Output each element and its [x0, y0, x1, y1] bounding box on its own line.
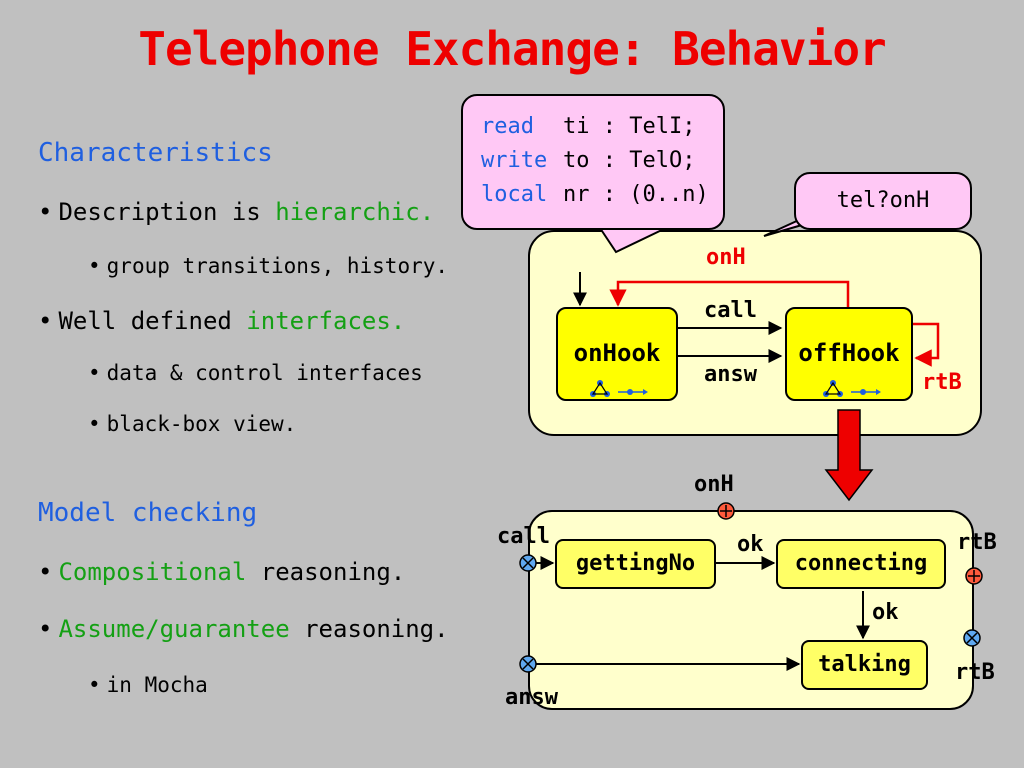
bullet-highlight: hierarchic.: [275, 198, 435, 226]
declaration-callout: read ti : TelI; write to : TelO; local nr :…: [461, 94, 725, 230]
bullet-text: black-box view.: [106, 412, 297, 436]
label-onH: onH: [706, 245, 746, 270]
bullet-assume-guarantee: •Assume/guarantee reasoning.: [38, 615, 449, 643]
bullet-glyph: •: [88, 673, 101, 697]
decl-keyword: local: [481, 182, 548, 207]
decl-line-read: read ti : TelI;: [481, 110, 723, 144]
decl-line-write: write to : TelO;: [481, 144, 723, 178]
bullet-text: in Mocha: [106, 673, 208, 697]
label-call-port: call: [497, 524, 550, 549]
bullet-glyph: •: [88, 412, 101, 436]
label-answ-port: answ: [505, 685, 558, 710]
label-rtB-self: rtB: [922, 370, 962, 395]
guard-callout: tel?onH: [794, 172, 972, 230]
onH-transition: [609, 280, 850, 308]
bullet-highlight: Compositional: [58, 558, 247, 586]
state-onHook: onHook: [556, 307, 678, 401]
bullet-glyph: •: [88, 254, 101, 278]
decl-callout-tail: [599, 227, 667, 254]
sub-bullet-group-transitions: •group transitions, history.: [88, 254, 448, 278]
bullet-text: Well defined: [58, 307, 247, 335]
bullet-highlight: Assume/guarantee: [58, 615, 290, 643]
decl-rest: ti : TelI;: [563, 114, 696, 139]
state-label: onHook: [573, 339, 661, 367]
page-title: Telephone Exchange: Behavior: [138, 22, 886, 76]
model-checking-heading: Model checking: [38, 498, 258, 528]
label-onH-port: onH: [694, 472, 734, 497]
state-talking: talking: [801, 640, 928, 690]
rtB-bottom-port-icon: [963, 629, 981, 647]
state-gettingNo: gettingNo: [555, 539, 716, 589]
state-connecting: connecting: [776, 539, 946, 589]
rtB-self-loop: [912, 322, 940, 367]
bullet-glyph: •: [88, 361, 101, 385]
sub-bullet-data-control: •data & control interfaces: [88, 361, 423, 385]
bullet-highlight: interfaces.: [246, 307, 406, 335]
bullet-interfaces: •Well defined interfaces.: [38, 307, 405, 335]
bullet-compositional: •Compositional reasoning.: [38, 558, 405, 586]
bullet-text: Description is: [58, 198, 276, 226]
decl-keyword: read: [481, 114, 534, 139]
call-port-icon: [519, 554, 537, 572]
label-ok-horizontal: ok: [737, 532, 764, 557]
bullet-glyph: •: [38, 615, 53, 643]
label-call: call: [704, 298, 757, 323]
decl-rest: nr : (0..n): [563, 182, 709, 207]
bullet-text: reasoning.: [289, 615, 449, 643]
answ-port-icon: [519, 655, 537, 673]
bullet-glyph: •: [38, 307, 53, 335]
onH-port-icon: [717, 502, 735, 520]
decl-keyword: write: [481, 148, 548, 173]
refinement-arrow: [824, 409, 874, 502]
state-offHook: offHook: [785, 307, 913, 401]
sub-bullet-mocha: •in Mocha: [88, 673, 208, 697]
bullet-glyph: •: [38, 198, 53, 226]
label-answ: answ: [704, 362, 757, 387]
label-ok-vertical: ok: [872, 600, 899, 625]
bullet-text: data & control interfaces: [106, 361, 423, 385]
bullet-text: group transitions, history.: [106, 254, 449, 278]
decl-line-local: local nr : (0..n): [481, 178, 723, 212]
bullet-hierarchic: •Description is hierarchic.: [38, 198, 434, 226]
hierarchy-icon: [590, 380, 648, 397]
bullet-text: reasoning.: [246, 558, 406, 586]
label-rtB-top-port: rtB: [957, 530, 997, 555]
decl-rest: to : TelO;: [563, 148, 696, 173]
rtB-top-port-icon: [965, 567, 983, 585]
label-rtB-bottom-port: rtB: [955, 660, 995, 685]
characteristics-heading: Characteristics: [38, 138, 273, 168]
state-label: offHook: [798, 339, 900, 367]
sub-bullet-black-box: •black-box view.: [88, 412, 296, 436]
bullet-glyph: •: [38, 558, 53, 586]
hierarchy-icon: [823, 380, 881, 397]
